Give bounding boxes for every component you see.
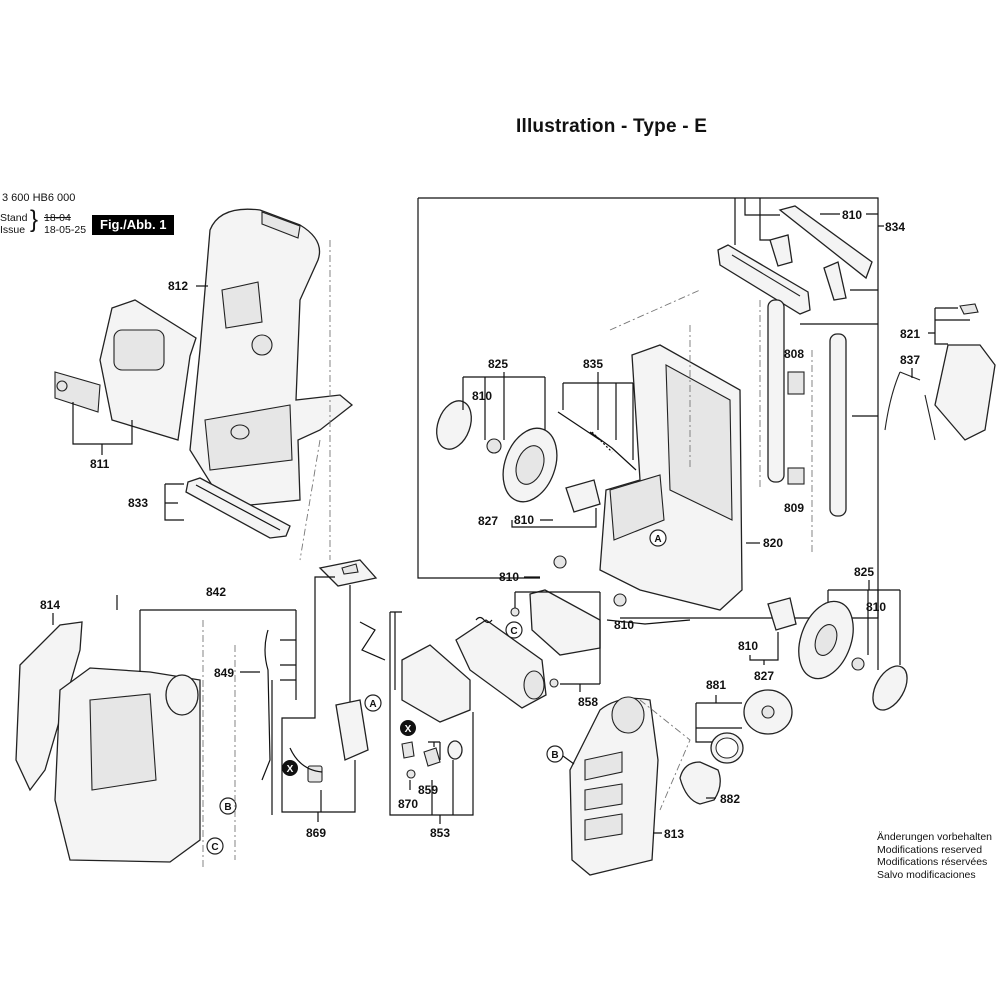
part-853-pump-head[interactable] (401, 644, 471, 723)
brace-icon: } (30, 206, 39, 233)
part-869-switch-lid[interactable] (318, 559, 378, 587)
part-821-clip[interactable] (959, 303, 979, 315)
part-label-842: 842 (206, 585, 226, 599)
part-825-wheel[interactable] (494, 421, 567, 510)
part-869-connector[interactable] (307, 765, 323, 783)
part-label-858: 858 (578, 695, 598, 709)
part-label-810-chassis-left: 810 (499, 570, 519, 584)
part-label-810-axle-left: 810 (514, 513, 534, 527)
part-881-seal-ring[interactable] (710, 732, 744, 764)
part-tube-left[interactable] (767, 299, 785, 483)
part-label-827-right: 827 (754, 669, 774, 683)
figure-badge: Fig./Abb. 1 (92, 215, 175, 235)
notice-line: Salvo modificaciones (877, 868, 976, 881)
part-827-axle-left[interactable] (565, 479, 601, 513)
part-label-820: 820 (763, 536, 783, 550)
callout-b-cover: B (551, 750, 558, 761)
part-820-chassis[interactable]: A (599, 344, 743, 611)
part-label-812: 812 (168, 279, 188, 293)
part-853-seal-ring[interactable] (447, 740, 463, 760)
part-825-hub-nut[interactable] (486, 438, 502, 454)
part-label-882: 882 (720, 792, 740, 806)
notice-line: Änderungen vorbehalten (877, 831, 993, 843)
part-811-front-panel[interactable] (54, 299, 197, 441)
part-881-filter-cap[interactable] (743, 689, 793, 735)
callout-c-housing: C (211, 842, 218, 853)
part-853-sensor[interactable] (401, 741, 415, 759)
part-825-cap-right[interactable] (866, 660, 914, 716)
part-label-835: 835 (583, 357, 603, 371)
part-849-hose[interactable] (261, 629, 273, 815)
stand-issue-values: 18-04 18-05-25 (44, 212, 86, 236)
part-842-rear-housing[interactable] (54, 667, 201, 863)
part-834-handle[interactable] (717, 205, 873, 315)
part-label-809: 809 (784, 501, 804, 515)
part-label-869: 869 (306, 826, 326, 840)
part-869-switch[interactable] (335, 699, 369, 761)
part-label-870: 870 (398, 797, 418, 811)
callout-x-switch: X (287, 764, 294, 775)
part-label-810-left-wheel: 810 (472, 389, 492, 403)
part-825-wheel-cap[interactable] (430, 396, 477, 454)
part-label-834: 834 (885, 220, 905, 234)
part-label-825-right: 825 (854, 565, 874, 579)
part-label-821: 821 (900, 327, 920, 341)
illustration-title: Illustration - Type - E (516, 116, 708, 137)
part-label-810-right-wheel: 810 (866, 600, 886, 614)
part-label-833: 833 (128, 496, 148, 510)
notice-line: Modifications réservées (877, 856, 988, 868)
part-827-axle-right[interactable] (767, 597, 797, 631)
part-label-853: 853 (430, 826, 450, 840)
callout-a-switch: A (369, 699, 376, 710)
part-label-811: 811 (90, 457, 110, 471)
part-809-label-plate[interactable] (787, 467, 805, 485)
part-label-810-axle-right: 810 (738, 639, 758, 653)
document-number: 3 600 HB6 000 (2, 192, 76, 204)
modifications-notice: Änderungen vorbehalten Modifications res… (877, 831, 992, 881)
part-859-valve[interactable] (423, 747, 441, 767)
part-label-810-screw-top: 810 (842, 208, 862, 222)
part-853-motor[interactable] (455, 619, 547, 709)
part-833-bumper-bar[interactable] (185, 477, 291, 539)
part-837-rear-cover[interactable] (934, 344, 996, 441)
part-label-825-left: 825 (488, 357, 508, 371)
part-label-813: 813 (664, 827, 684, 841)
part-label-859: 859 (418, 783, 438, 797)
callout-c-pump: C (510, 626, 517, 637)
part-853-spring[interactable] (475, 616, 493, 624)
assembly-frame-box (417, 197, 879, 619)
callout-a-chassis: A (654, 534, 661, 545)
notice-line: Modifications reserved (877, 843, 983, 856)
part-tube-right[interactable] (829, 333, 847, 517)
part-882-filter[interactable] (679, 761, 721, 805)
stand-label: Stand (0, 212, 28, 224)
stand-value: 18-04 (44, 212, 71, 224)
part-835-spring-assembly[interactable] (557, 411, 637, 471)
part-label-849: 849 (214, 666, 234, 680)
part-870-oring[interactable] (406, 769, 416, 779)
part-808-label-plate[interactable] (787, 371, 805, 395)
callout-b-hose: B (224, 802, 231, 813)
part-label-808: 808 (784, 347, 804, 361)
part-825-hub-right[interactable] (851, 657, 865, 671)
issue-label: Issue (0, 224, 26, 236)
part-812-front-frame[interactable] (189, 208, 354, 506)
part-bushing-left[interactable] (553, 555, 567, 569)
part-bushing-right[interactable] (613, 593, 627, 607)
part-825-wheel-right[interactable] (789, 594, 863, 686)
stand-issue-labels: Stand Issue (0, 212, 27, 236)
part-label-810-chassis-right: 810 (614, 618, 634, 632)
callout-x-pump: X (405, 724, 412, 735)
part-label-837: 837 (900, 353, 920, 367)
issue-value: 18-05-25 (44, 224, 87, 236)
part-label-827-left: 827 (478, 514, 498, 528)
part-label-881: 881 (706, 678, 726, 692)
part-813-front-cover[interactable] (569, 696, 659, 876)
part-label-814: 814 (40, 598, 60, 612)
